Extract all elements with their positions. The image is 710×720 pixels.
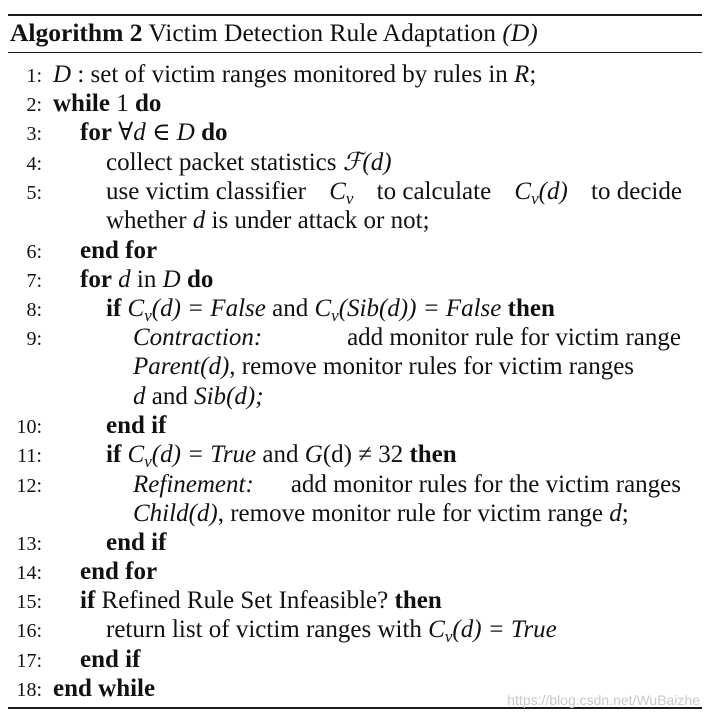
bottom-rule xyxy=(8,707,702,709)
algorithm-line: 15: if Refined Rule Set Infeasible? then xyxy=(0,586,710,616)
line-number: 12: xyxy=(16,475,42,497)
algorithm-caption: Algorithm 2 Victim Detection Rule Adapta… xyxy=(10,17,538,49)
line-number: 10: xyxy=(16,416,42,438)
line-body: collect packet statistics ℱ(d) xyxy=(106,149,392,176)
line-number: 5: xyxy=(26,182,42,204)
line-number: 1: xyxy=(26,65,42,87)
line-number: 8: xyxy=(26,299,42,321)
algorithm-line: 2: while 1 do xyxy=(0,89,710,119)
line-body: if Cv(d) = False and Cv(Sib(d)) = False … xyxy=(106,295,555,325)
line-number: 9: xyxy=(26,328,42,350)
line-number: 7: xyxy=(26,270,42,292)
line-body: end for xyxy=(80,237,158,264)
line-number: 11: xyxy=(17,445,42,467)
line-body: end for xyxy=(80,558,158,585)
line-body: whether d is under attack or not; xyxy=(106,207,430,234)
line-body: end while xyxy=(53,675,156,702)
line-body: while 1 do xyxy=(53,90,162,117)
algorithm-line: 13: end if xyxy=(0,528,710,558)
line-number: 4: xyxy=(26,153,42,175)
line-body: for ∀d ∈ D do xyxy=(80,119,228,146)
line-number: 17: xyxy=(16,650,42,672)
line-body: end if xyxy=(80,646,141,673)
line-body: if Cv(d) = True and G(d) ≠ 32 then xyxy=(106,441,457,471)
line-number: 3: xyxy=(26,123,42,145)
watermark: https://blog.csdn.net/WuBaizhe xyxy=(507,692,700,708)
algorithm-line: 9: Contraction: add monitor rule for vic… xyxy=(0,323,710,353)
algorithm-line-continued: whether d is under attack or not; xyxy=(0,206,710,236)
algorithm-line: 14: end for xyxy=(0,557,710,587)
algorithm-line: 1: D : set of victim ranges monitored by… xyxy=(0,60,710,90)
algorithm-line: 18: end while xyxy=(0,674,710,704)
algorithm-line: 3: for ∀d ∈ D do xyxy=(0,118,710,148)
algorithm-line: 7: for d in D do xyxy=(0,265,710,295)
algorithm-line: 5: use victim classifier Cv to calculate… xyxy=(0,177,710,208)
algorithm-line: 8: if Cv(d) = False and Cv(Sib(d)) = Fal… xyxy=(0,294,710,325)
line-body: use victim classifier Cv to calculate Cv… xyxy=(106,178,682,208)
line-body: Refinement: add monitor rules for the vi… xyxy=(133,471,681,498)
line-body: end if xyxy=(106,412,167,439)
line-number: 16: xyxy=(16,620,42,642)
line-body: Child(d), remove monitor rule for victim… xyxy=(133,500,629,527)
algorithm-line: 12: Refinement: add monitor rules for th… xyxy=(0,470,710,500)
line-body: Contraction: add monitor rule for victim… xyxy=(133,324,681,351)
algorithm-line: 11: if Cv(d) = True and G(d) ≠ 32 then xyxy=(0,440,710,471)
algorithm-line: 10: end if xyxy=(0,411,710,441)
algorithm-line-continued: d and Sib(d); xyxy=(0,382,710,412)
caption-rule xyxy=(8,52,702,53)
algorithm-line: 4: collect packet statistics ℱ(d) xyxy=(0,148,710,178)
line-number: 2: xyxy=(26,94,42,116)
line-body: return list of victim ranges with Cv(d) … xyxy=(106,616,557,646)
algorithm-line: 17: end if xyxy=(0,645,710,675)
algorithm-title: Victim Detection Rule Adaptation xyxy=(148,18,496,47)
algorithm-line: 16: return list of victim ranges with Cv… xyxy=(0,615,710,646)
line-number: 15: xyxy=(16,591,42,613)
top-rule xyxy=(8,14,702,16)
algorithm-label: Algorithm 2 xyxy=(10,18,143,47)
line-number: 14: xyxy=(16,562,42,584)
algorithm-param: (D) xyxy=(502,18,538,47)
line-number: 13: xyxy=(16,533,42,555)
algorithm-line: 6: end for xyxy=(0,236,710,266)
line-body: D : set of victim ranges monitored by ru… xyxy=(53,61,537,88)
line-number: 18: xyxy=(16,679,42,701)
line-body: d and Sib(d); xyxy=(133,383,264,410)
algorithm-line-continued: Parent(d), remove monitor rules for vict… xyxy=(0,352,710,382)
line-body: for d in D do xyxy=(80,266,214,293)
line-body: if Refined Rule Set Infeasible? then xyxy=(80,587,442,614)
line-body: end if xyxy=(106,529,167,556)
line-number: 6: xyxy=(26,241,42,263)
algorithm-line-continued: Child(d), remove monitor rule for victim… xyxy=(0,499,710,529)
line-body: Parent(d), remove monitor rules for vict… xyxy=(133,353,635,380)
